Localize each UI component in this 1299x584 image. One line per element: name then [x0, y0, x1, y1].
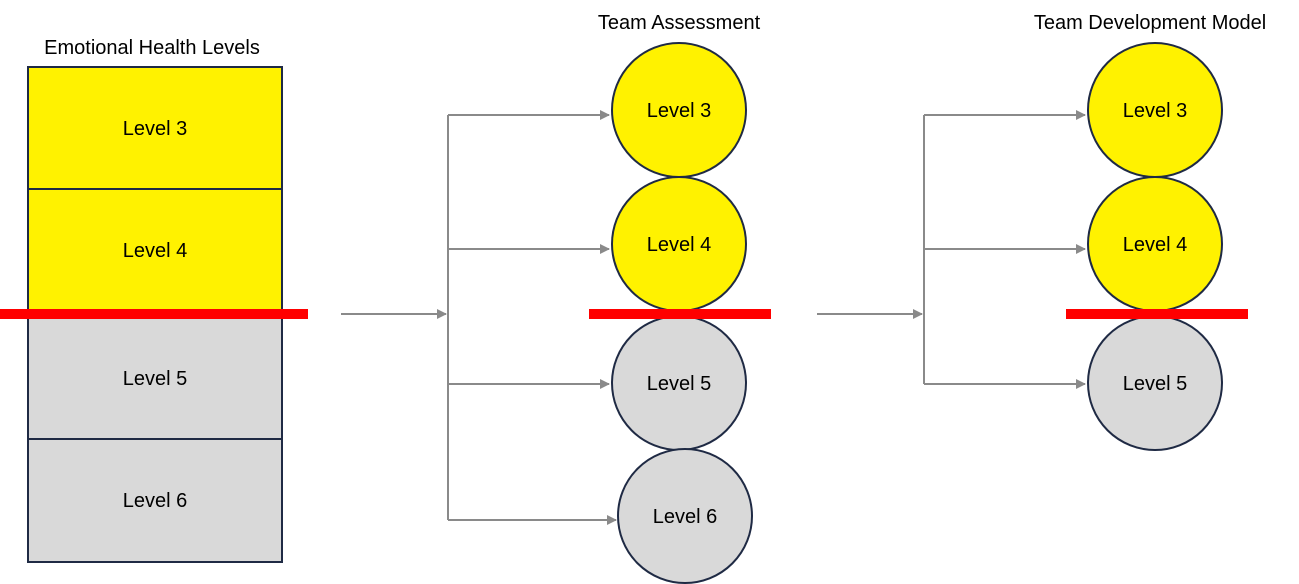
level-3-box: [27, 66, 283, 190]
level-5-box-label: Level 5: [123, 368, 188, 390]
team-development-connectors: [817, 110, 1086, 389]
emotional-health-levels-title: Emotional Health Levels: [44, 37, 260, 59]
level-6-box: [27, 438, 283, 563]
assessment-level-4-label: Level 4: [647, 234, 712, 256]
assessment-level-3-label: Level 3: [647, 100, 712, 122]
assessment-level-6-circle: [617, 448, 753, 584]
development-level-3-label: Level 3: [1123, 100, 1188, 122]
development-level-4-label: Level 4: [1123, 234, 1188, 256]
team-assessment-connectors: [341, 110, 617, 525]
level-4-box: [27, 188, 283, 314]
level-3-box-label: Level 3: [123, 118, 188, 140]
team-assessment-title: Team Assessment: [598, 12, 761, 34]
assessment-level-5-label: Level 5: [647, 373, 712, 395]
development-level-5-label: Level 5: [1123, 373, 1188, 395]
assessment-level-6-label: Level 6: [653, 506, 718, 528]
team-development-circles: Level 3 Level 4 Level 5: [1087, 42, 1223, 451]
level-4-box-label: Level 4: [123, 240, 188, 262]
team-assessment-circles: Level 3 Level 4 Level 5 Level 6: [611, 42, 753, 584]
team-development-model-title: Team Development Model: [1034, 12, 1266, 34]
level-6-box-label: Level 6: [123, 490, 188, 512]
